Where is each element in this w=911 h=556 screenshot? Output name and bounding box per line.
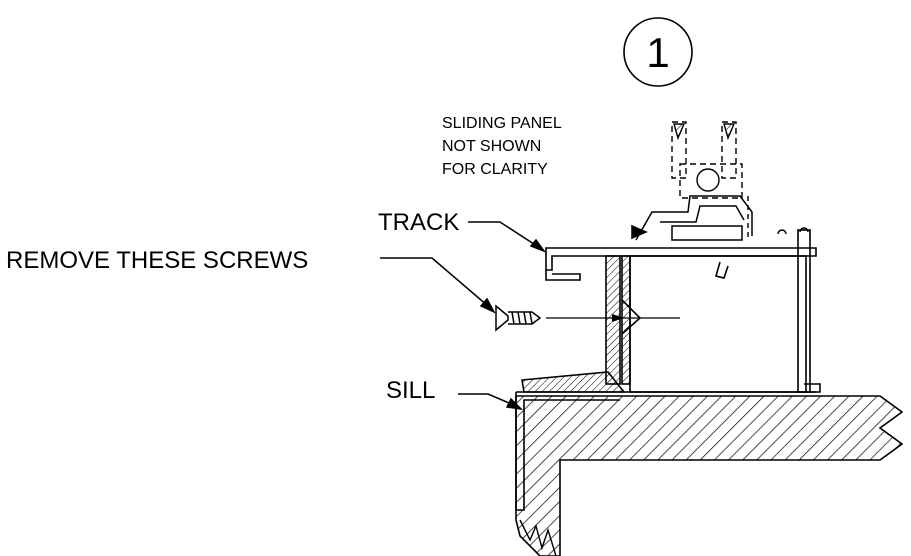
note-line-1: SLIDING PANEL [442, 115, 562, 132]
screw-icon [495, 304, 680, 332]
sliding-panel-hidden [671, 121, 749, 240]
leader-lines [380, 221, 547, 411]
detail-number: 1 [646, 29, 669, 76]
remove-screws-label: REMOVE THESE SCREWS [6, 247, 308, 274]
track-profile [545, 229, 821, 393]
note-block: SLIDING PANEL NOT SHOWN FOR CLARITY [442, 115, 562, 178]
sill-substrate [515, 395, 904, 556]
sill-label: SILL [386, 377, 435, 404]
track-label: TRACK [378, 209, 459, 236]
note-line-3: FOR CLARITY [442, 161, 548, 178]
detail-number-bubble: 1 [623, 17, 693, 87]
track-top-rail [631, 195, 809, 241]
note-line-2: NOT SHOWN [442, 138, 541, 155]
